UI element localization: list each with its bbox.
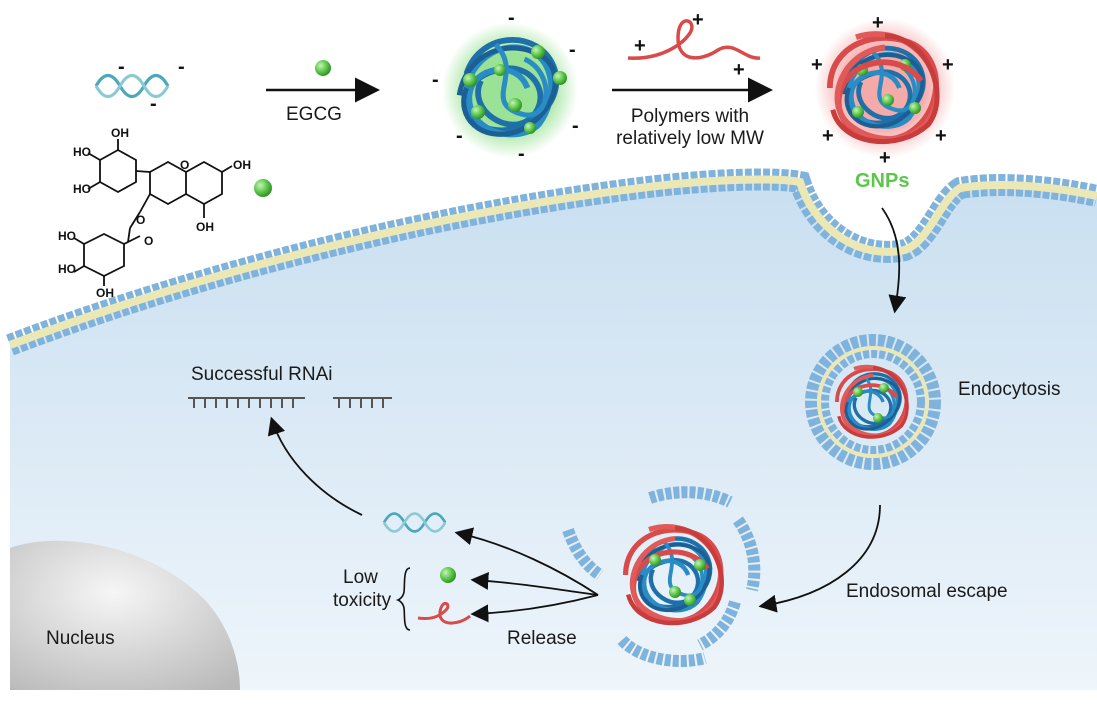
gnp-charge: +	[935, 125, 947, 147]
rnai-arrow	[267, 416, 363, 516]
endosome-balls	[853, 383, 889, 423]
gnp-charge: +	[942, 54, 954, 76]
successful-rnai-label: Successful RNAi	[191, 364, 333, 385]
release-label: Release	[507, 628, 577, 649]
gnp-charge: +	[822, 125, 834, 147]
chem-label: OH	[111, 126, 129, 140]
endosome-membrane	[805, 334, 941, 470]
release-arrows	[454, 527, 599, 623]
cell-membrane-core	[8, 175, 1097, 349]
endosome-membrane-inner	[817, 346, 929, 458]
low-label: Low	[343, 567, 378, 588]
chem-label: HO	[58, 229, 76, 243]
tangle-charge: -	[456, 125, 463, 147]
tangle-charge: -	[508, 7, 515, 29]
released-egcg-icon	[440, 567, 456, 583]
toxicity-label: toxicity	[333, 590, 392, 611]
polymers-label-2: relatively low MW	[616, 128, 764, 149]
chem-label: OH	[196, 220, 214, 234]
endosomal-escape-label: Endosomal escape	[846, 581, 1008, 602]
green-sphere-icon	[315, 60, 331, 76]
egcg-balls	[463, 45, 567, 134]
siRNA-icon	[94, 73, 170, 99]
polymers-label-1: Polymers with	[630, 106, 750, 127]
broken-membrane-3	[697, 600, 741, 651]
endocytosis-label: Endocytosis	[958, 379, 1061, 400]
chem-label: O	[144, 234, 154, 248]
broken-membrane-5	[562, 527, 604, 580]
gnps-label: GNPs	[855, 170, 910, 192]
polymer-icon	[627, 19, 761, 60]
chem-label: HO	[73, 145, 91, 159]
broken-membrane-4	[617, 635, 707, 667]
cytoplasm	[10, 179, 1097, 691]
released-polymer-icon	[417, 602, 471, 625]
tangle-charge: -	[518, 143, 525, 165]
broken-membrane-1	[648, 486, 733, 508]
tangle-charge: -	[569, 39, 576, 61]
egcg-label: EGCG	[286, 104, 342, 125]
polymer-charge: +	[733, 59, 745, 81]
chem-label: OH	[233, 158, 251, 172]
endosome-membrane-in2	[821, 350, 925, 454]
toxicity-brace	[395, 567, 411, 631]
gnp-charge: +	[811, 54, 823, 76]
broken-membrane-2	[732, 516, 761, 592]
nucleus	[10, 540, 240, 690]
tangle-charge: -	[572, 115, 579, 137]
chem-label: OH	[96, 286, 114, 300]
egcg-molecule-icon	[73, 139, 233, 286]
chem-label: HO	[58, 262, 76, 276]
gnp-entry-arrow	[881, 207, 907, 314]
siRNA-charge: -	[118, 56, 125, 78]
escape-balls	[649, 554, 706, 606]
cleaved-mrna-icon	[188, 397, 392, 408]
chem-label: O	[136, 213, 146, 227]
nucleus-label: Nucleus	[46, 628, 115, 649]
gnp-charge: +	[879, 147, 891, 169]
siRNA-charge: -	[178, 56, 185, 78]
polymer-charge: +	[692, 9, 704, 31]
siRNA-charge: -	[150, 93, 157, 115]
tangle-charge: -	[432, 69, 439, 91]
egcg-ball-icon	[254, 179, 272, 197]
escape-arrow	[758, 504, 881, 613]
chem-label: O	[180, 158, 190, 172]
polymer-charge: +	[634, 35, 646, 57]
chem-label: HO	[73, 182, 91, 196]
gnp-charge: +	[872, 12, 884, 34]
